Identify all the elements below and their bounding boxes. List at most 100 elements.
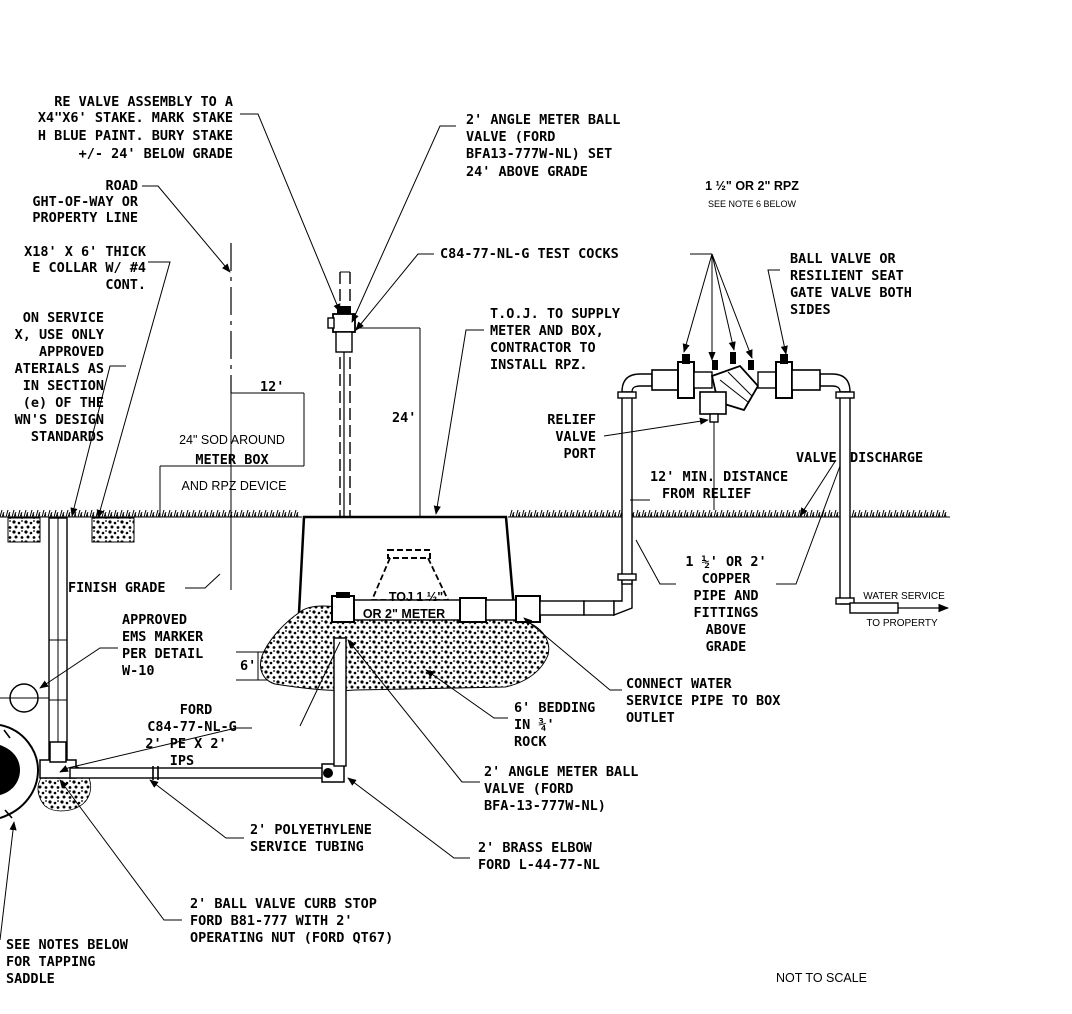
top-angle-valve — [327, 271, 356, 517]
sod-box — [159, 465, 304, 517]
toj-note-line-1: T.O.J. TO SUPPLY — [490, 306, 621, 322]
ems-note-line-1: APPROVED — [122, 612, 187, 628]
ford-coupling-note: FORD C84-77-NL-G 2' PE X 2' IPS — [145, 702, 236, 769]
ems-note-line-4: W-10 — [122, 663, 155, 679]
dim-12 — [230, 243, 305, 590]
ems-marker — [0, 683, 49, 713]
min-distance-line-2: FROM RELIEF — [662, 486, 751, 502]
ball-valve-note-line-1: BALL VALVE OR — [790, 251, 897, 267]
ball-valve-note-line-3: GATE VALVE BOTH — [790, 285, 912, 301]
dim-12-label: 12' — [260, 379, 284, 395]
elbow-note-line-1: 2' BRASS ELBOW — [478, 840, 593, 856]
pe-tubing-line-2: SERVICE TUBING — [250, 839, 364, 855]
connect-note: CONNECT WATER SERVICE PIPE TO BOX OUTLET — [626, 676, 780, 726]
service-note-line-3: APPROVED — [39, 344, 104, 360]
not-to-scale-label: NOT TO SCALE — [776, 971, 867, 985]
bottom-valve-line-3: BFA-13-777W-NL) — [484, 798, 606, 814]
copper-note-line-3: PIPE AND — [693, 588, 758, 604]
min-distance-note: 12' MIN. DISTANCE FROM RELIEF — [650, 469, 788, 502]
service-tubing — [69, 766, 333, 780]
service-note-line-7: WN'S DESIGN — [15, 412, 104, 428]
copper-note-line-1: 1 ½' OR 2' — [685, 554, 766, 570]
brass-elbow — [321, 637, 347, 783]
grass-right — [509, 509, 947, 518]
road-note-line-1: ROAD — [105, 178, 138, 194]
top-valve-note-line-2: VALVE (FORD — [466, 129, 555, 145]
connect-note-line-1: CONNECT WATER — [626, 676, 733, 692]
rpz-assembly — [651, 352, 821, 423]
water-service-note: WATER SERVICE TO PROPERTY — [863, 591, 945, 629]
discharge-line-2: DISCHARGE — [850, 450, 923, 466]
connect-note-line-3: OUTLET — [626, 710, 675, 726]
toj-note: T.O.J. TO SUPPLY METER AND BOX, CONTRACT… — [490, 306, 621, 373]
rpz-supply-pipe — [583, 373, 653, 617]
collar-note-line-2: E COLLAR W/ #4 — [32, 260, 146, 276]
saddle-note-line-2: FOR TAPPING — [6, 954, 95, 970]
ford-note-line-3: 2' PE X 2' — [145, 736, 226, 752]
bedding-note-line-3: ROCK — [514, 734, 547, 750]
ems-note: APPROVED EMS MARKER PER DETAIL W-10 — [122, 612, 204, 679]
pe-tubing-line-1: 2' POLYETHYLENE — [250, 822, 372, 838]
toj-note-line-4: INSTALL RPZ. — [490, 357, 588, 373]
bottom-valve-note: 2' ANGLE METER BALL VALVE (FORD BFA-13-7… — [484, 764, 638, 814]
bottom-valve-line-1: 2' ANGLE METER BALL — [484, 764, 638, 780]
bedding-note: 6' BEDDING IN ¾' ROCK — [514, 700, 595, 750]
road-note-line-3: PROPERTY LINE — [32, 210, 138, 226]
concrete-collar — [7, 517, 135, 543]
saddle-note: SEE NOTES BELOW FOR TAPPING SADDLE — [6, 937, 129, 987]
relief-note: RELIEF VALVE PORT — [547, 412, 596, 462]
top-valve-note-line-3: BFA13-777W-NL) SET — [466, 146, 612, 162]
bedding-note-line-1: 6' BEDDING — [514, 700, 595, 716]
curb-stop-line-1: 2' BALL VALVE CURB STOP — [190, 896, 377, 912]
elbow-note-line-2: FORD L-44-77-NL — [478, 857, 600, 873]
copper-note: 1 ½' OR 2' COPPER PIPE AND FITTINGS ABOV… — [685, 554, 766, 655]
water-service-line-2: TO PROPERTY — [866, 618, 938, 629]
ems-note-line-3: PER DETAIL — [122, 646, 203, 662]
top-valve-note: 2' ANGLE METER BALL VALVE (FORD BFA13-77… — [466, 112, 620, 180]
meter-note-line-2: OR 2" METER — [363, 607, 445, 621]
toj-note-line-2: METER AND BOX, — [490, 323, 604, 339]
discharge-note: VALVE DISCHARGE — [796, 450, 923, 466]
rpz-subnote: SEE NOTE 6 BELOW — [708, 199, 797, 209]
bedding-note-line-2: IN ¾' — [514, 717, 555, 733]
ford-note-line-1: FORD — [180, 702, 213, 718]
saddle-note-line-3: SADDLE — [6, 971, 55, 987]
stake-note-line-3: H BLUE PAINT. BURY STAKE — [38, 128, 233, 144]
collar-note: X18' X 6' THICK E COLLAR W/ #4 CONT. — [24, 244, 147, 293]
top-valve-note-line-4: 24' ABOVE GRADE — [466, 164, 588, 180]
collar-note-line-3: CONT. — [105, 277, 146, 293]
collar-note-line-1: X18' X 6' THICK — [24, 244, 147, 260]
dim-6 — [236, 651, 268, 681]
relief-note-line-2: VALVE — [555, 429, 596, 445]
service-note-line-4: ATERIALS AS — [15, 361, 104, 377]
copper-note-line-2: COPPER — [702, 571, 752, 587]
relief-note-line-3: PORT — [563, 446, 596, 462]
curb-stop-riser — [39, 517, 77, 779]
water-main — [0, 724, 40, 819]
connect-note-line-2: SERVICE PIPE TO BOX — [626, 693, 780, 709]
elbow-note: 2' BRASS ELBOW FORD L-44-77-NL — [478, 840, 600, 873]
meter-note-line-1: TOJ 1 ½" — [389, 590, 443, 604]
stake-note: RE VALVE ASSEMBLY TO A X4"X6' STAKE. MAR… — [38, 94, 233, 162]
meter-note: TOJ 1 ½" OR 2" METER — [363, 590, 445, 621]
service-note-line-2: X, USE ONLY — [15, 327, 105, 343]
copper-note-line-6: GRADE — [706, 639, 747, 655]
stake-note-line-2: X4"X6' STAKE. MARK STAKE — [38, 110, 233, 126]
dim-24 — [356, 327, 421, 517]
rpz-discharge-pipe — [819, 373, 950, 614]
finish-grade-label: FINISH GRADE — [68, 580, 166, 596]
curb-stop-line-2: FORD B81-777 WITH 2' — [190, 913, 353, 929]
ford-note-line-4: IPS — [170, 753, 194, 769]
curb-stop-note: 2' BALL VALVE CURB STOP FORD B81-777 WIT… — [190, 896, 393, 946]
copper-note-line-5: ABOVE — [706, 622, 747, 638]
service-note-line-5: IN SECTION — [23, 378, 104, 394]
dim-6-label: 6' — [240, 658, 256, 674]
min-distance-line-1: 12' MIN. DISTANCE — [650, 469, 788, 485]
road-note: ROAD GHT-OF-WAY OR PROPERTY LINE — [32, 178, 139, 226]
sod-note-line-2: METER BOX — [195, 452, 268, 468]
ball-valve-note-line-4: SIDES — [790, 302, 831, 318]
ford-note-line-2: C84-77-NL-G — [147, 719, 236, 735]
pe-tubing-note: 2' POLYETHYLENE SERVICE TUBING — [250, 822, 372, 855]
rpz-title: 1 ½" OR 2" RPZ — [705, 179, 799, 193]
